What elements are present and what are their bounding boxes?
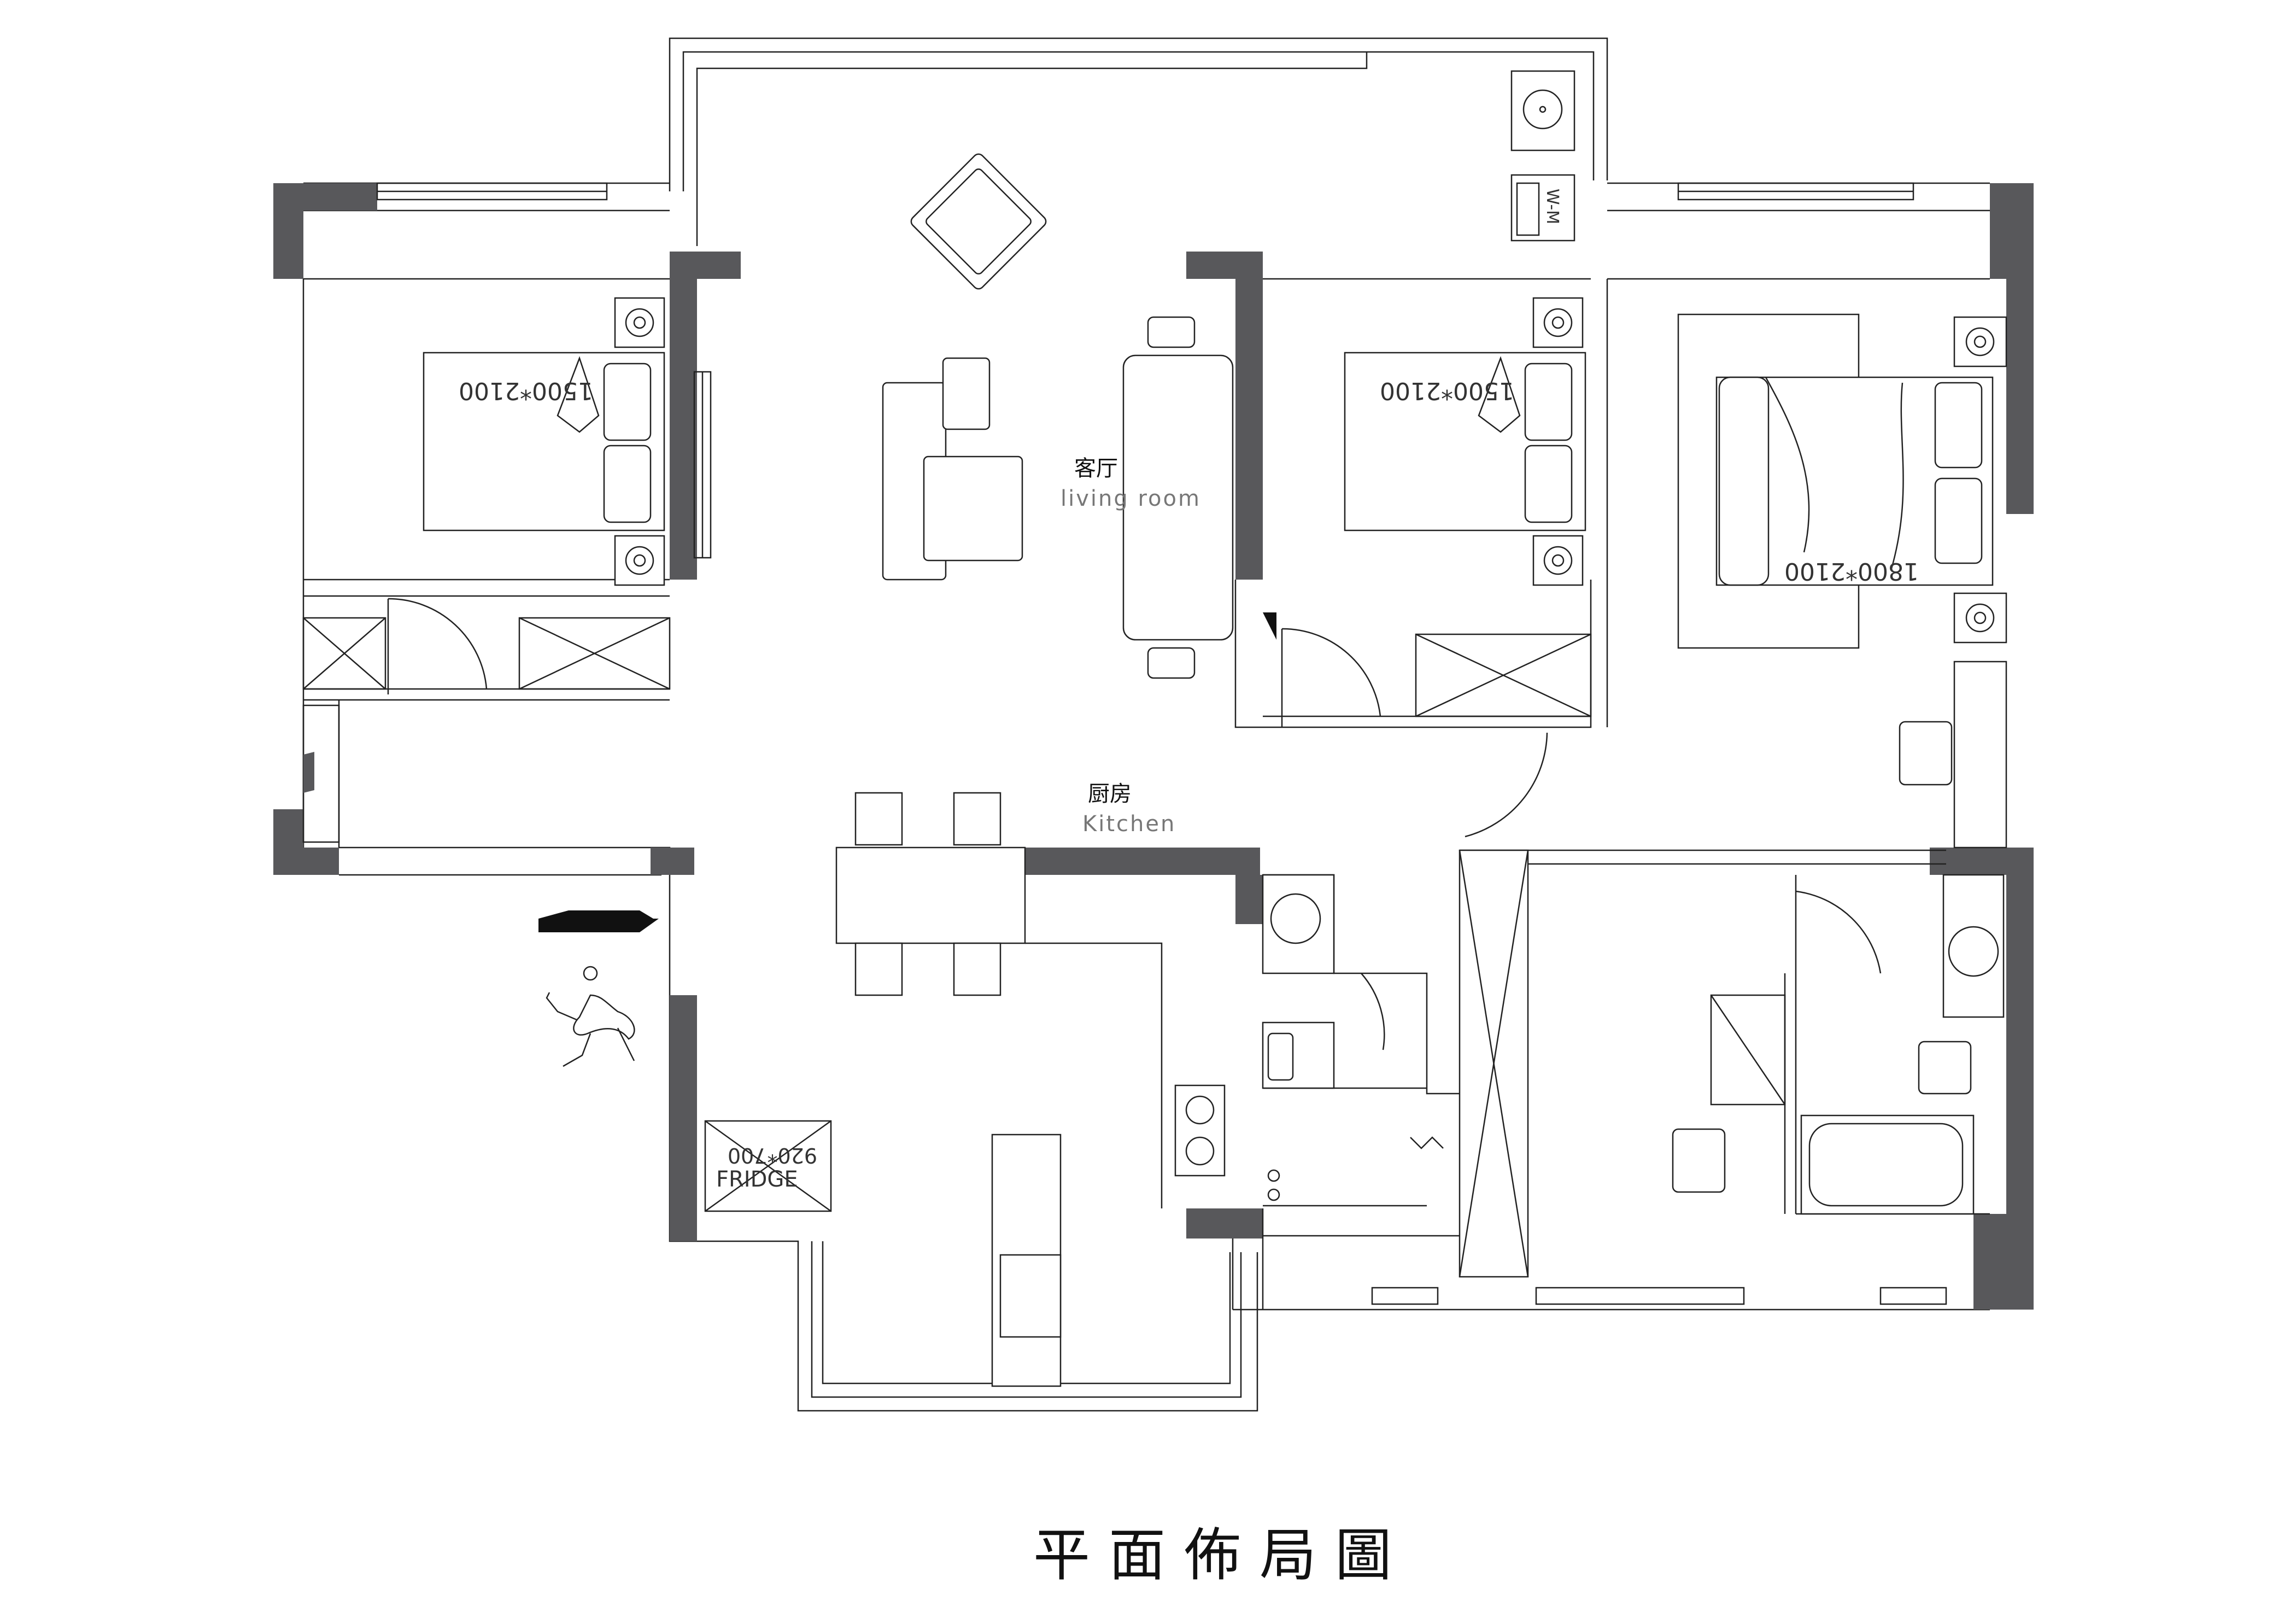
windows (376, 182, 1947, 1305)
nightstand-left-bottom (614, 535, 665, 586)
living-room-name-en: living room (1061, 486, 1201, 511)
bedroom-master: 1800*2100 (1677, 313, 2007, 849)
bedroom-left: 1500*2100 (302, 297, 671, 694)
kitchen-name-cn: 厨房 (1088, 781, 1132, 807)
person-icon (546, 966, 635, 1067)
fridge: 920*700 FRIDGE (704, 1120, 832, 1212)
armchair (910, 153, 1047, 290)
bathroom-middle (1262, 849, 1529, 1278)
kitchen: 厨房 Kitchen 920*700 FRIDGE (704, 781, 1226, 1387)
wall-columns (273, 183, 2034, 1310)
bathroom-master (1672, 874, 2005, 1215)
plan-title: 平面佈局圖 (1033, 1522, 1410, 1588)
entry-arrow-icon (538, 919, 659, 932)
living-room-name-cn: 客厅 (1074, 456, 1118, 481)
nightstand-left-top (614, 297, 665, 348)
bed-left-size-label: 1500*2100 (459, 377, 593, 405)
fridge-size-label: 920*700 (728, 1143, 817, 1167)
dining-table (1122, 354, 1234, 641)
bed-master-size-label: 1800*2100 (1784, 557, 1919, 585)
bedroom-middle: 1500*2100 (1263, 297, 1592, 838)
outer-walls (302, 37, 1991, 1412)
bed-middle-size-label: 1500*2100 (1380, 377, 1514, 405)
kitchen-name-en: Kitchen (1082, 811, 1176, 837)
washer-label: W-M (1543, 189, 1562, 224)
living-room-furniture: 客厅 living room W-M (882, 70, 1575, 679)
fridge-label: FRIDGE (716, 1167, 798, 1192)
entry (302, 704, 659, 1067)
